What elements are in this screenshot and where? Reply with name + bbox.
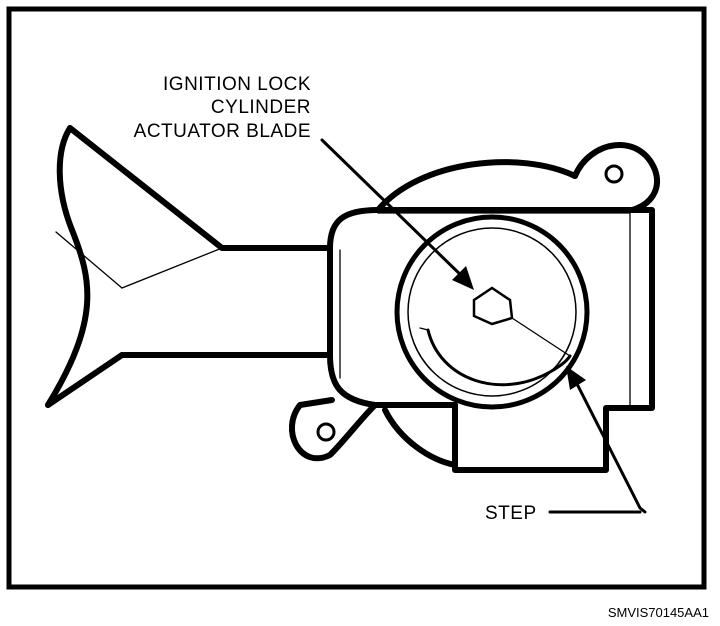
label-ignition-line2: CYLINDER xyxy=(211,97,311,118)
lock-cylinder-bore xyxy=(394,214,590,410)
steering-column-shaft xyxy=(45,125,333,408)
label-ignition-line1: IGNITION LOCK xyxy=(163,74,311,95)
step-arrowhead xyxy=(566,366,586,390)
figure-frame xyxy=(6,6,707,590)
lower-mounting-hole xyxy=(316,422,336,442)
figure-code: SMVIS70145AA1 xyxy=(608,605,709,620)
lock-housing xyxy=(288,142,660,473)
label-step: STEP xyxy=(485,503,537,524)
upper-mounting-hole xyxy=(604,164,624,184)
label-ignition-line3: ACTUATOR BLADE xyxy=(134,121,311,142)
actuator-arrowhead xyxy=(452,266,474,290)
leader-lines xyxy=(320,138,647,514)
actuator-blade xyxy=(472,286,514,326)
